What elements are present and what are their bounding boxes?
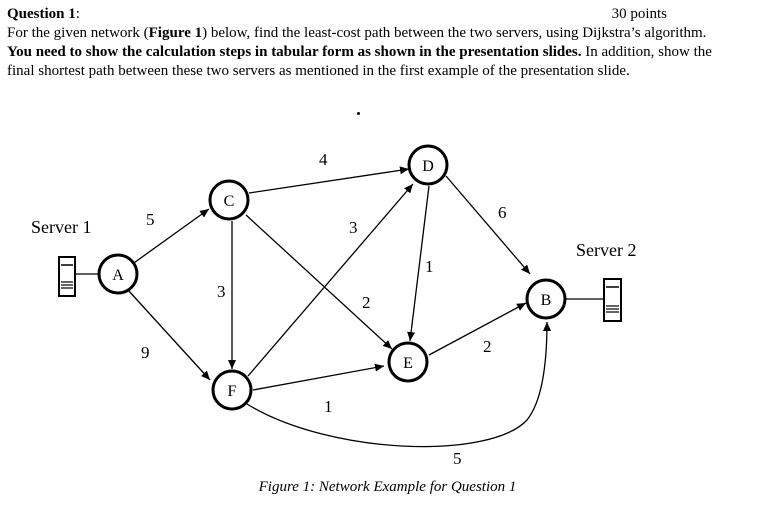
edge-c-e — [245, 214, 393, 350]
edge-d-b — [445, 175, 531, 275]
node-e-label: E — [403, 355, 413, 372]
node-b: B — [525, 278, 567, 320]
question-text-part-2: ) below, find the least-cost path betwee… — [202, 25, 707, 41]
edge-a-f — [127, 289, 211, 381]
node-c-label: C — [224, 193, 235, 210]
weight-f-d: 3 — [349, 218, 358, 237]
node-c: C — [208, 179, 250, 221]
node-b-label: B — [541, 292, 552, 309]
weight-a-c: 5 — [146, 210, 155, 229]
node-e: E — [387, 341, 429, 383]
question-text-bold: You need to show the calculation steps i… — [7, 44, 582, 60]
node-d: D — [407, 144, 449, 186]
weight-e-b: 2 — [483, 337, 492, 356]
edge-f-d — [247, 183, 414, 377]
server-2-label: Server 2 — [576, 240, 636, 260]
question-text-part-1: For the given network ( — [7, 25, 149, 41]
edge-f-b — [246, 321, 551, 448]
weight-f-e: 1 — [324, 397, 333, 416]
question-text: For the given network (Figure 1) below, … — [7, 24, 727, 81]
weight-d-b: 6 — [498, 203, 507, 222]
node-a-label: A — [112, 267, 124, 284]
weight-d-e: 1 — [425, 257, 434, 276]
question-title: Question 1 — [7, 6, 76, 22]
weight-f-b: 5 — [453, 449, 462, 468]
edge-f-e — [252, 363, 385, 391]
node-d-label: D — [422, 158, 434, 175]
question-text-part-3: In addition, show the final shortest pat… — [7, 44, 712, 79]
weight-a-f: 9 — [141, 343, 150, 362]
stray-dot — [357, 112, 360, 115]
node-f: F — [211, 369, 253, 411]
node-f-label: F — [228, 383, 237, 400]
question-header: Question 1: 30 points — [7, 6, 667, 23]
question-title-colon: : — [75, 6, 80, 22]
edge-e-b — [428, 302, 527, 356]
edge-a-c — [130, 208, 210, 266]
figure-reference: Figure 1 — [148, 25, 203, 41]
node-a: A — [97, 253, 139, 295]
edge-d-e — [407, 185, 430, 342]
edge-c-d — [248, 166, 410, 194]
server-1-icon — [58, 256, 76, 297]
weight-c-e: 2 — [362, 293, 371, 312]
server-1-label: Server 1 — [31, 217, 91, 237]
server-2-icon — [603, 278, 622, 322]
question-points: 30 points — [611, 6, 667, 22]
figure-caption: Figure 1: Network Example for Question 1 — [258, 479, 517, 495]
weight-c-d: 4 — [319, 150, 328, 169]
weight-c-f: 3 — [217, 282, 226, 301]
